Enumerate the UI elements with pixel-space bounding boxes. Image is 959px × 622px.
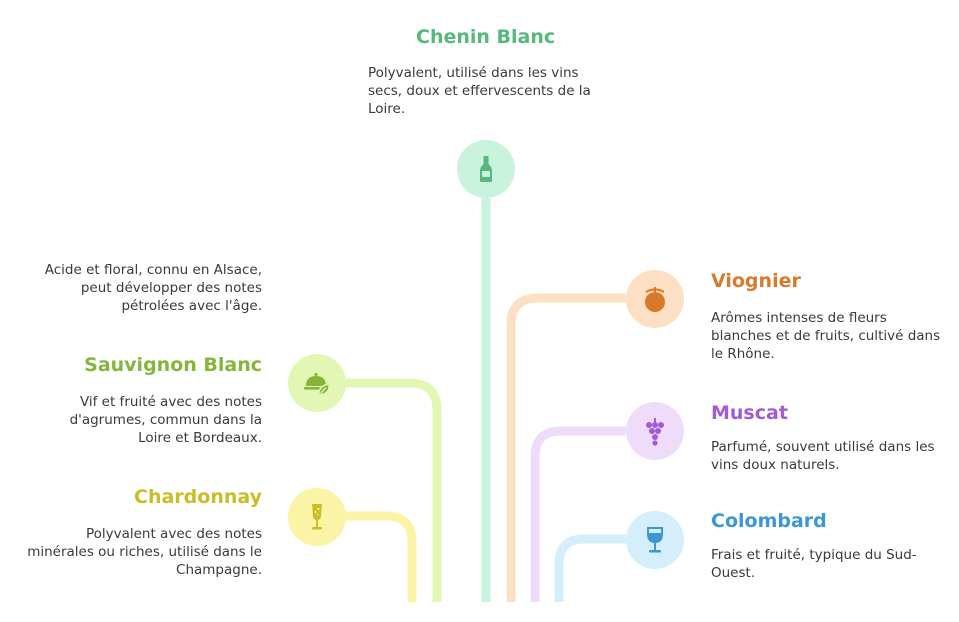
wine-bottle-icon [480, 156, 492, 182]
sauvignon-connector [346, 378, 442, 602]
viognier-title: Viognier [711, 270, 801, 292]
viognier-node [626, 270, 684, 328]
apricot-icon [645, 287, 665, 312]
chenin-blanc-title: Chenin Blanc [416, 26, 556, 48]
muscat-title: Muscat [711, 402, 788, 424]
colombard-connector [554, 534, 626, 602]
grapes-icon [646, 418, 664, 446]
chardonnay-title: Chardonnay [134, 486, 262, 508]
colombard-title: Colombard [711, 510, 827, 532]
chenin-blanc-description: Polyvalent, utilisé dans les vins secs, … [368, 65, 591, 117]
sauvignon-blanc-node [288, 354, 346, 412]
chardonnay-description: Polyvalent avec des notes minérales ou r… [27, 526, 262, 578]
plate-leaf-icon [304, 372, 330, 396]
muscat-description: Parfumé, souvent utilisé dans les vins d… [711, 439, 935, 473]
chardonnay-connector [346, 511, 417, 602]
chenin-blanc-node [457, 140, 515, 198]
colombard-node [626, 511, 684, 569]
chardonnay-node [288, 488, 346, 546]
viognier-description: Arômes intenses de fleurs blanches et de… [711, 310, 941, 362]
wine-glass-icon [647, 527, 663, 553]
muscat-node [626, 402, 684, 460]
sauvignon-blanc-description: Vif et fruité avec des notes d'agrumes, … [69, 394, 262, 446]
viognier-connector [506, 293, 626, 602]
colombard-description: Frais et fruité, typique du Sud-Ouest. [711, 547, 917, 581]
riesling-description: Acide et floral, connu en Alsace, peut d… [44, 262, 262, 314]
sauvignon-blanc-title: Sauvignon Blanc [84, 354, 262, 376]
muscat-connector [530, 426, 626, 602]
champagne-glass-icon [312, 504, 322, 530]
